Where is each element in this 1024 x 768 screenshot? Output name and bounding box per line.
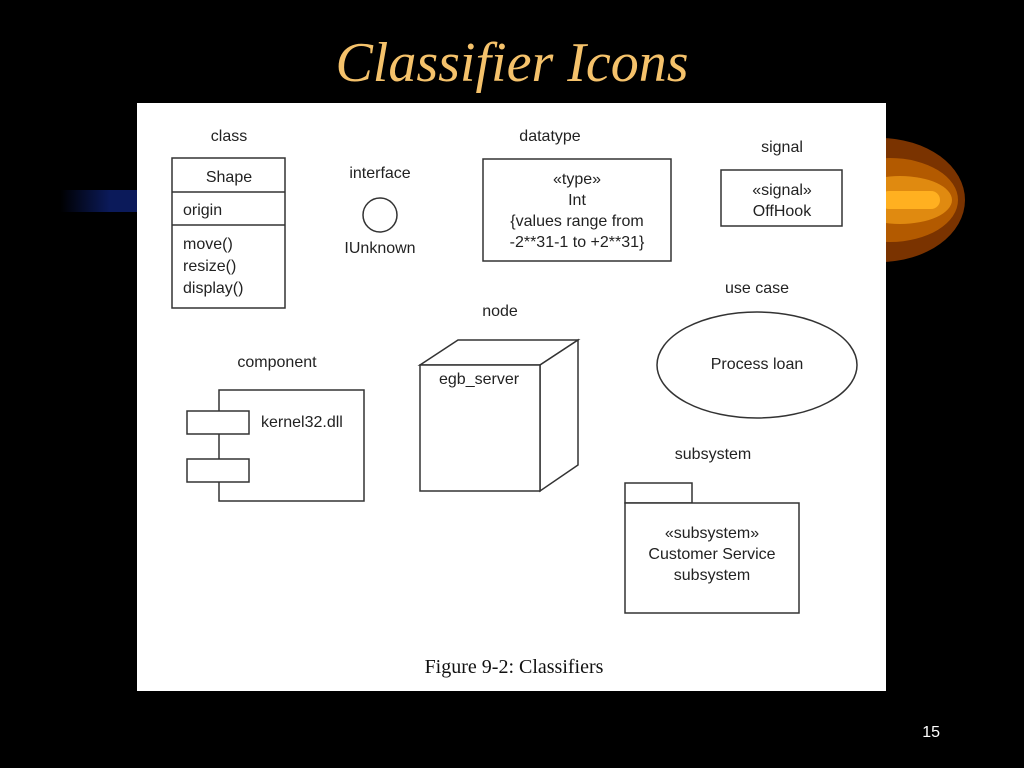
interface-icon: interface IUnknown [344, 165, 415, 257]
signal-name: OffHook [753, 203, 812, 220]
subsystem-stereotype: «subsystem» [665, 525, 759, 542]
interface-label: interface [349, 165, 410, 182]
datatype-constraint: {values range from [510, 213, 643, 230]
figure-caption: Figure 9-2: Classifiers [425, 656, 604, 678]
datatype-stereotype: «type» [553, 171, 601, 188]
classifier-diagram: class Shape origin move() resize() displ… [171, 128, 858, 678]
component-label: component [237, 354, 317, 371]
glow-core [880, 191, 940, 209]
component-box [218, 389, 365, 502]
class-box [171, 157, 286, 309]
use-case-ellipse [656, 311, 858, 419]
signal-label: signal [761, 139, 803, 156]
node-front-face [419, 364, 541, 492]
use-case-label: use case [725, 280, 789, 297]
node-side-face [539, 338, 579, 493]
slide-number: 15 [922, 724, 940, 741]
class-operation: resize() [183, 258, 236, 275]
component-port-bottom [186, 458, 250, 483]
datatype-name: Int [568, 192, 586, 209]
datatype-label: datatype [519, 128, 580, 145]
subsystem-tab [624, 482, 693, 504]
class-name: Shape [206, 169, 252, 186]
class-attribute: origin [183, 202, 222, 219]
subsystem-box [624, 502, 800, 614]
node-icon: node egb_server [417, 303, 581, 493]
datatype-icon: datatype «type» Int {values range from -… [482, 128, 672, 262]
signal-icon: signal «signal» OffHook [720, 139, 843, 227]
class-operation: move() [183, 236, 233, 253]
component-port-top [186, 410, 250, 435]
signal-stereotype: «signal» [752, 182, 812, 199]
node-name: egb_server [439, 371, 520, 388]
use-case-name: Process loan [711, 356, 804, 373]
figure-panel: class Shape origin move() resize() displ… [137, 103, 886, 691]
component-icon: component kernel32.dll [186, 354, 365, 502]
datatype-box [482, 158, 672, 262]
subsystem-name: subsystem [674, 567, 750, 584]
node-label: node [482, 303, 518, 320]
class-icon: class Shape origin move() resize() displ… [171, 128, 286, 309]
subsystem-icon: subsystem «subsystem» Customer Service s… [624, 446, 800, 614]
interface-circle [362, 197, 398, 233]
slide-title: Classifier Icons [335, 32, 689, 94]
subsystem-label: subsystem [675, 446, 751, 463]
datatype-constraint: -2**31-1 to +2**31} [510, 234, 645, 251]
interface-name: IUnknown [344, 240, 415, 257]
use-case-icon: use case Process loan [656, 280, 858, 419]
signal-box [720, 169, 843, 227]
subsystem-name: Customer Service [648, 546, 775, 563]
component-name: kernel32.dll [261, 414, 343, 431]
class-label: class [211, 128, 247, 145]
blue-band-left [60, 190, 150, 212]
class-operation: display() [183, 280, 243, 297]
